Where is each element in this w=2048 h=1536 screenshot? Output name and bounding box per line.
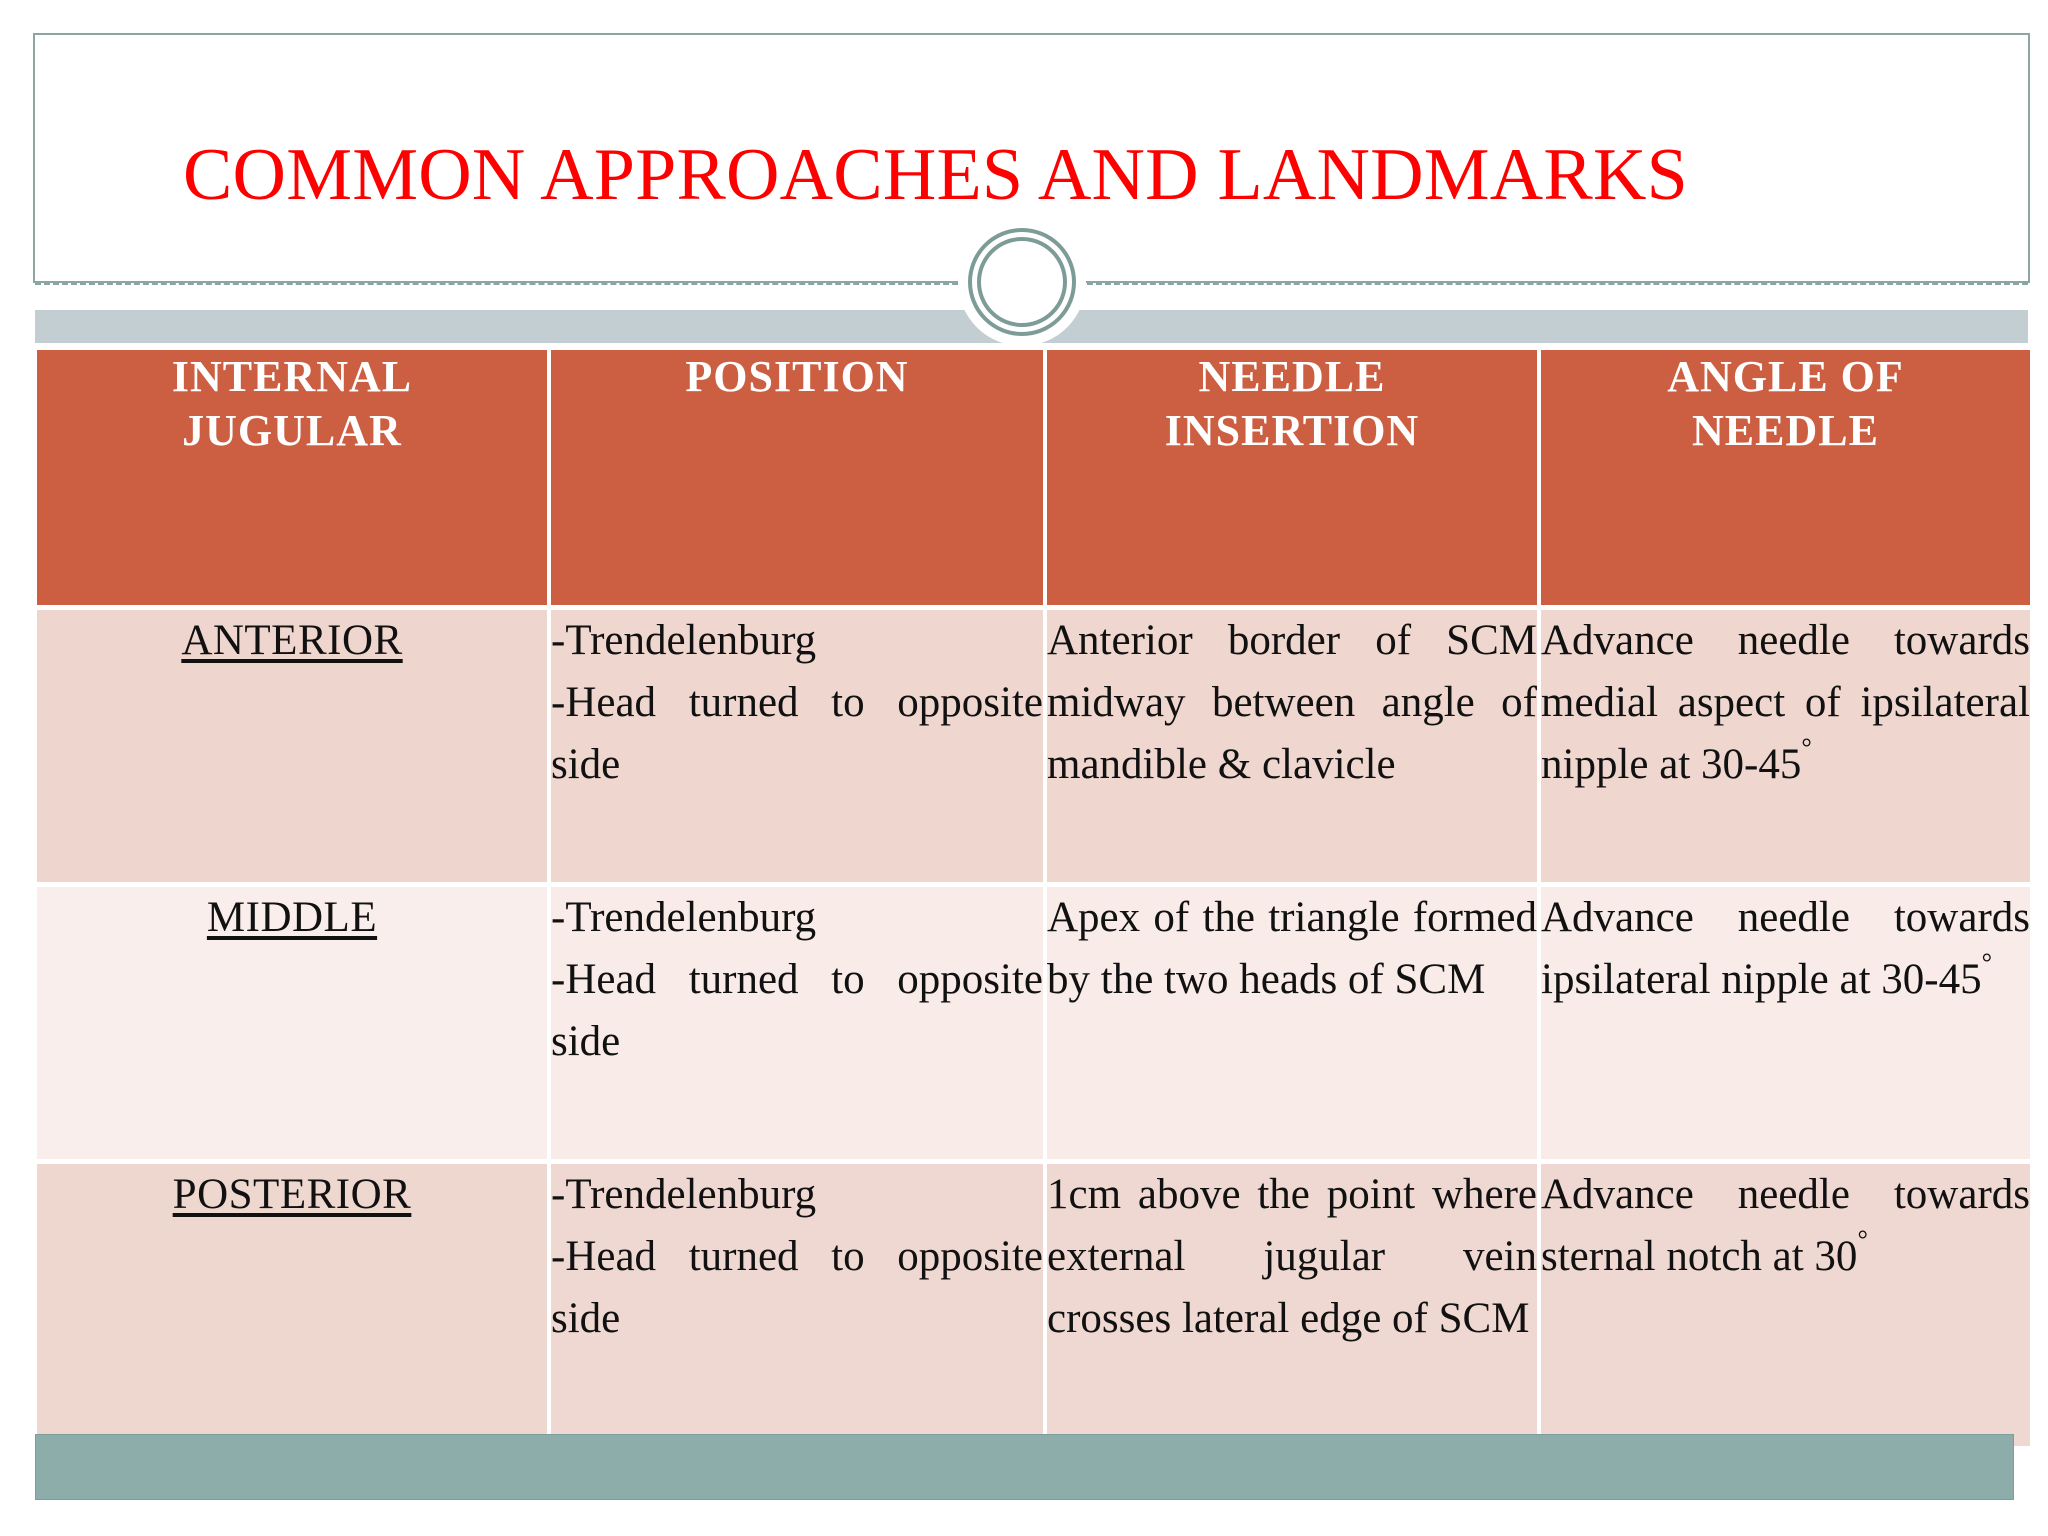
cell-angle-of-needle: Advance needle towards sternal notch at …: [1541, 1164, 2030, 1446]
cell-position: -Trendelenburg -Head turned to opposite …: [551, 1164, 1043, 1446]
cell-angle-of-needle: Advance needle towards medial aspect of …: [1541, 610, 2030, 882]
table-header-row: INTERNAL JUGULAR POSITION NEEDLE INSERTI…: [37, 350, 2030, 605]
double-ring-circle-icon: [968, 228, 1076, 336]
approach-label: MIDDLE: [206, 894, 378, 941]
approaches-table: INTERNAL JUGULAR POSITION NEEDLE INSERTI…: [33, 345, 2034, 1451]
column-header-needle-insertion: NEEDLE INSERTION: [1047, 350, 1537, 605]
angle-text: Advance needle towards ipsilateral nippl…: [1541, 894, 2030, 1003]
ring-inner: [977, 237, 1067, 327]
cell-approach: POSTERIOR: [37, 1164, 547, 1446]
cell-position: -Trendelenburg -Head turned to opposite …: [551, 610, 1043, 882]
header-line-1: POSITION: [685, 352, 909, 401]
table-row: MIDDLE -Trendelenburg -Head turned to op…: [37, 887, 2030, 1159]
cell-needle-insertion: 1cm above the point where external jugul…: [1047, 1164, 1537, 1446]
column-header-internal-jugular: INTERNAL JUGULAR: [37, 350, 547, 605]
degree-symbol: °: [1801, 733, 1812, 762]
header-line-1: ANGLE OF: [1667, 352, 1904, 401]
cell-angle-of-needle: Advance needle towards ipsilateral nippl…: [1541, 887, 2030, 1159]
header-line-1: INTERNAL: [171, 352, 413, 401]
approach-label: ANTERIOR: [181, 617, 403, 664]
column-header-angle-of-needle: ANGLE OF NEEDLE: [1541, 350, 2030, 605]
degree-symbol: °: [1981, 948, 1993, 977]
cell-needle-insertion: Anterior border of SCM midway between an…: [1047, 610, 1537, 882]
table-row: ANTERIOR -Trendelenburg -Head turned to …: [37, 610, 2030, 882]
header-line-2: INSERTION: [1164, 406, 1420, 455]
column-header-position: POSITION: [551, 350, 1043, 605]
header-line-1: NEEDLE: [1198, 352, 1386, 401]
table-row: POSTERIOR -Trendelenburg -Head turned to…: [37, 1164, 2030, 1446]
angle-text: Advance needle towards sternal notch at …: [1541, 1171, 2030, 1280]
header-line-2: JUGULAR: [182, 406, 402, 455]
cell-approach: ANTERIOR: [37, 610, 547, 882]
header-line-2: NEEDLE: [1692, 406, 1879, 455]
page-title: COMMON APPROACHES AND LANDMARKS: [183, 134, 1688, 216]
sage-footer-bar: [35, 1434, 2014, 1500]
angle-text: Advance needle towards medial aspect of …: [1541, 617, 2030, 788]
cell-position: -Trendelenburg -Head turned to opposite …: [551, 887, 1043, 1159]
degree-symbol: °: [1857, 1225, 1868, 1254]
cell-needle-insertion: Apex of the triangle formed by the two h…: [1047, 887, 1537, 1159]
approach-label: POSTERIOR: [172, 1171, 412, 1218]
cell-approach: MIDDLE: [37, 887, 547, 1159]
